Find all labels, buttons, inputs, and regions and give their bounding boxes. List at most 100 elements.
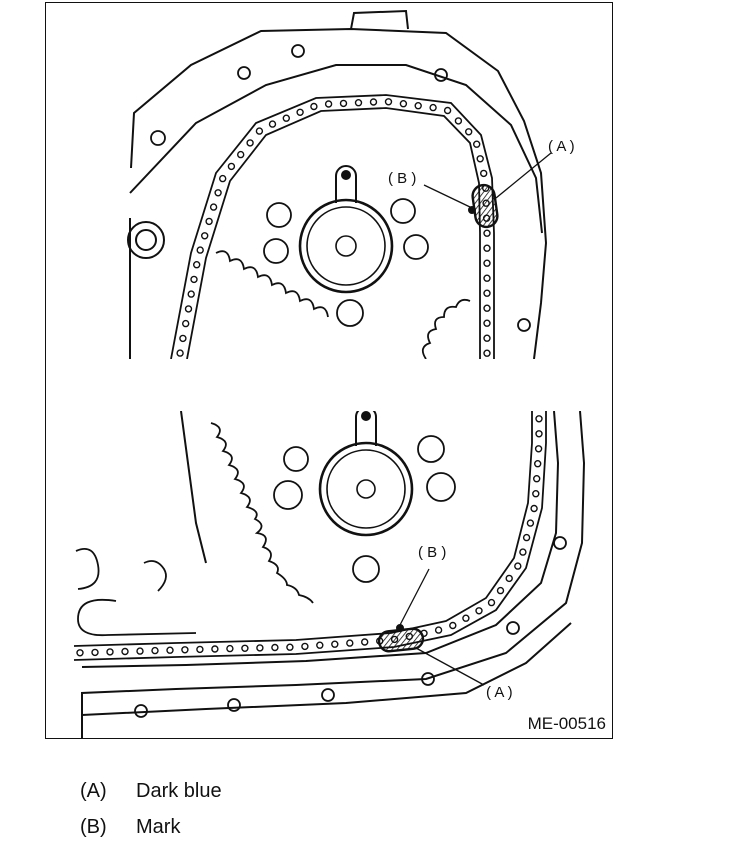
chain-roller xyxy=(166,646,174,654)
chain-roller xyxy=(181,319,190,328)
chain-roller xyxy=(473,140,481,148)
chain-roller xyxy=(246,139,254,147)
chain-roller xyxy=(227,162,236,171)
top-timing-dot xyxy=(341,170,351,180)
bottom-left-edge xyxy=(180,411,207,564)
chain-roller xyxy=(443,106,452,115)
chain-roller xyxy=(505,574,513,583)
chain-roller xyxy=(151,646,159,655)
bottom-chain-links xyxy=(76,415,543,657)
chain-roller xyxy=(331,640,339,648)
top-callout-b: ( B ) xyxy=(388,170,416,187)
top-cover-outline xyxy=(130,27,548,359)
bottom-view xyxy=(73,411,586,738)
top-sprocket-holes xyxy=(263,198,429,327)
chain-roller xyxy=(476,155,484,163)
bottom-chain-inner-rail xyxy=(73,411,547,661)
top-cover-boss xyxy=(350,9,409,30)
bottom-timing-stem xyxy=(355,411,377,446)
chain-roller xyxy=(496,586,505,595)
chain-roller xyxy=(236,150,245,159)
chain-roller xyxy=(530,504,538,513)
chain-roller xyxy=(255,127,264,135)
chain-roller xyxy=(483,334,491,342)
top-mark xyxy=(468,206,476,214)
bottom-cover-lower-edge xyxy=(81,622,572,716)
chain-roller xyxy=(187,290,195,298)
chain-roller xyxy=(354,98,363,107)
chain-roller xyxy=(211,645,219,653)
chain-roller xyxy=(209,203,218,211)
chain-roller xyxy=(324,100,333,108)
chain-roller xyxy=(310,102,318,111)
chain-roller xyxy=(361,638,369,646)
chain-roller xyxy=(205,217,213,226)
chain-roller xyxy=(480,169,488,178)
top-cover-inner-edge xyxy=(129,64,543,234)
chain-roller xyxy=(519,548,527,556)
chain-roller xyxy=(176,349,184,357)
chain-roller xyxy=(226,644,234,653)
chain-roller xyxy=(483,349,491,357)
legend-label: Mark xyxy=(136,816,181,838)
chain-roller xyxy=(286,643,294,651)
bottom-timing-dot xyxy=(361,411,371,421)
chain-roller xyxy=(449,621,457,630)
chain-roller xyxy=(526,519,535,527)
chain-roller xyxy=(483,319,491,327)
chain-midline xyxy=(179,102,487,359)
chain-roller xyxy=(136,647,144,655)
chain-roller xyxy=(434,626,443,634)
top-sprocket-teeth-left xyxy=(215,250,329,318)
chain-roller xyxy=(535,415,543,423)
bottom-cover-inner-edge xyxy=(81,411,560,668)
chain-roller xyxy=(533,475,541,483)
legend-item-a: (A) Dark blue xyxy=(80,780,222,803)
chain-roller xyxy=(200,232,209,240)
top-view xyxy=(127,9,552,359)
bottom-callout-a: ( A ) xyxy=(486,684,513,701)
chain-roller xyxy=(483,259,491,267)
chain-roller xyxy=(534,445,543,453)
chain-roller xyxy=(483,289,491,297)
chain-roller xyxy=(534,460,542,468)
chain-roller xyxy=(369,98,378,106)
chain-roller xyxy=(483,244,491,252)
timing-chain-diagram: ( A ) ( B ) ( B ) ( A ) xyxy=(73,9,586,738)
top-sprocket-hub xyxy=(298,198,394,294)
bottom-sprocket-hub-inner xyxy=(326,449,406,529)
bottom-chain-outer-rail xyxy=(73,411,533,647)
chain-roller xyxy=(268,120,277,128)
chain-roller xyxy=(429,103,437,112)
top-leader-b xyxy=(423,184,471,208)
chain-roller xyxy=(241,644,249,652)
chain-roller xyxy=(475,607,483,615)
top-idler-outer xyxy=(127,221,165,259)
chain-roller xyxy=(192,261,201,269)
chain-roller xyxy=(196,246,204,254)
chain-roller xyxy=(282,114,291,122)
bottom-crank-shape xyxy=(75,547,197,637)
top-sprocket-center xyxy=(335,235,357,257)
chain-roller xyxy=(339,99,348,108)
chain-roller xyxy=(462,614,470,622)
legend-key: (A) xyxy=(80,780,107,802)
chain-roller xyxy=(301,642,309,651)
chain-roller xyxy=(514,562,522,570)
chain-roller xyxy=(196,645,204,654)
chain-roller xyxy=(522,533,531,542)
chain-roller xyxy=(106,648,114,656)
top-chain-outer-rail xyxy=(170,94,495,359)
top-sprocket-teeth-right xyxy=(421,298,471,359)
chain-roller xyxy=(121,647,129,656)
chain-roller xyxy=(414,101,422,110)
top-dark-blue-link xyxy=(471,183,499,229)
legend-label: Dark blue xyxy=(136,780,222,802)
chain-roller xyxy=(483,274,491,282)
chain-roller xyxy=(532,490,540,498)
figure-code: ME-00516 xyxy=(527,714,606,733)
chain-roller xyxy=(91,648,99,657)
top-callout-a: ( A ) xyxy=(548,138,575,155)
bottom-sprocket-center xyxy=(356,479,376,499)
chain-roller xyxy=(256,644,264,652)
